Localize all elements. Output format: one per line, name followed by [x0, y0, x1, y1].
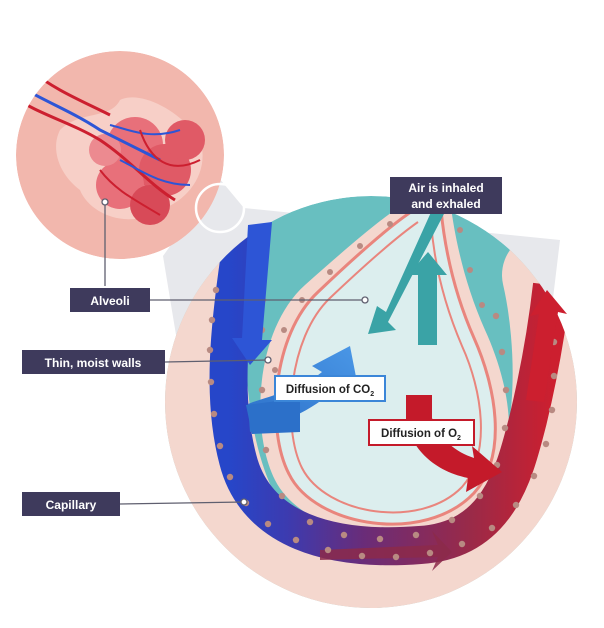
magnify-ring: [194, 182, 246, 234]
label-walls: Thin, moist walls: [22, 350, 165, 374]
label-connectors: [104, 202, 365, 505]
oxygenated-blood-arrow: [526, 290, 567, 402]
deoxygenated-blood-arrow: [232, 222, 272, 365]
label-co2-text: Diffusion of CO: [286, 384, 370, 396]
label-capillary: Capillary: [22, 492, 120, 516]
svg-text:Diffusion of CO2: Diffusion of CO2: [286, 384, 374, 398]
co2-arrow-body: [246, 398, 300, 434]
label-co2: Diffusion of CO2: [274, 375, 386, 402]
label-air-line-1: Air is inhaled: [408, 181, 483, 195]
label-walls-text: Thin, moist walls: [45, 356, 142, 370]
label-alveoli-text: Alveoli: [90, 294, 129, 308]
alveolus-inner-line: [289, 221, 482, 514]
connector-endpoints: [101, 198, 369, 506]
label-co2-sub: 2: [370, 391, 374, 398]
alveolus-outer-wall: [165, 197, 577, 608]
label-o2: Diffusion of O2: [368, 419, 475, 446]
label-o2-sub: 2: [457, 435, 461, 442]
label-alveoli: Alveoli: [70, 288, 150, 312]
label-air-line-2: and exhaled: [411, 197, 480, 211]
air-inhale-arrow: [368, 210, 446, 334]
label-o2-text: Diffusion of O: [381, 428, 457, 440]
capillary-flow-arrow: [320, 531, 452, 571]
svg-text:Diffusion of O2: Diffusion of O2: [381, 428, 461, 442]
label-air: Air is inhaled and exhaled: [390, 177, 502, 214]
lung-inset: [16, 51, 224, 259]
label-capillary-text: Capillary: [46, 498, 97, 512]
air-exhale-arrow: [408, 252, 447, 345]
